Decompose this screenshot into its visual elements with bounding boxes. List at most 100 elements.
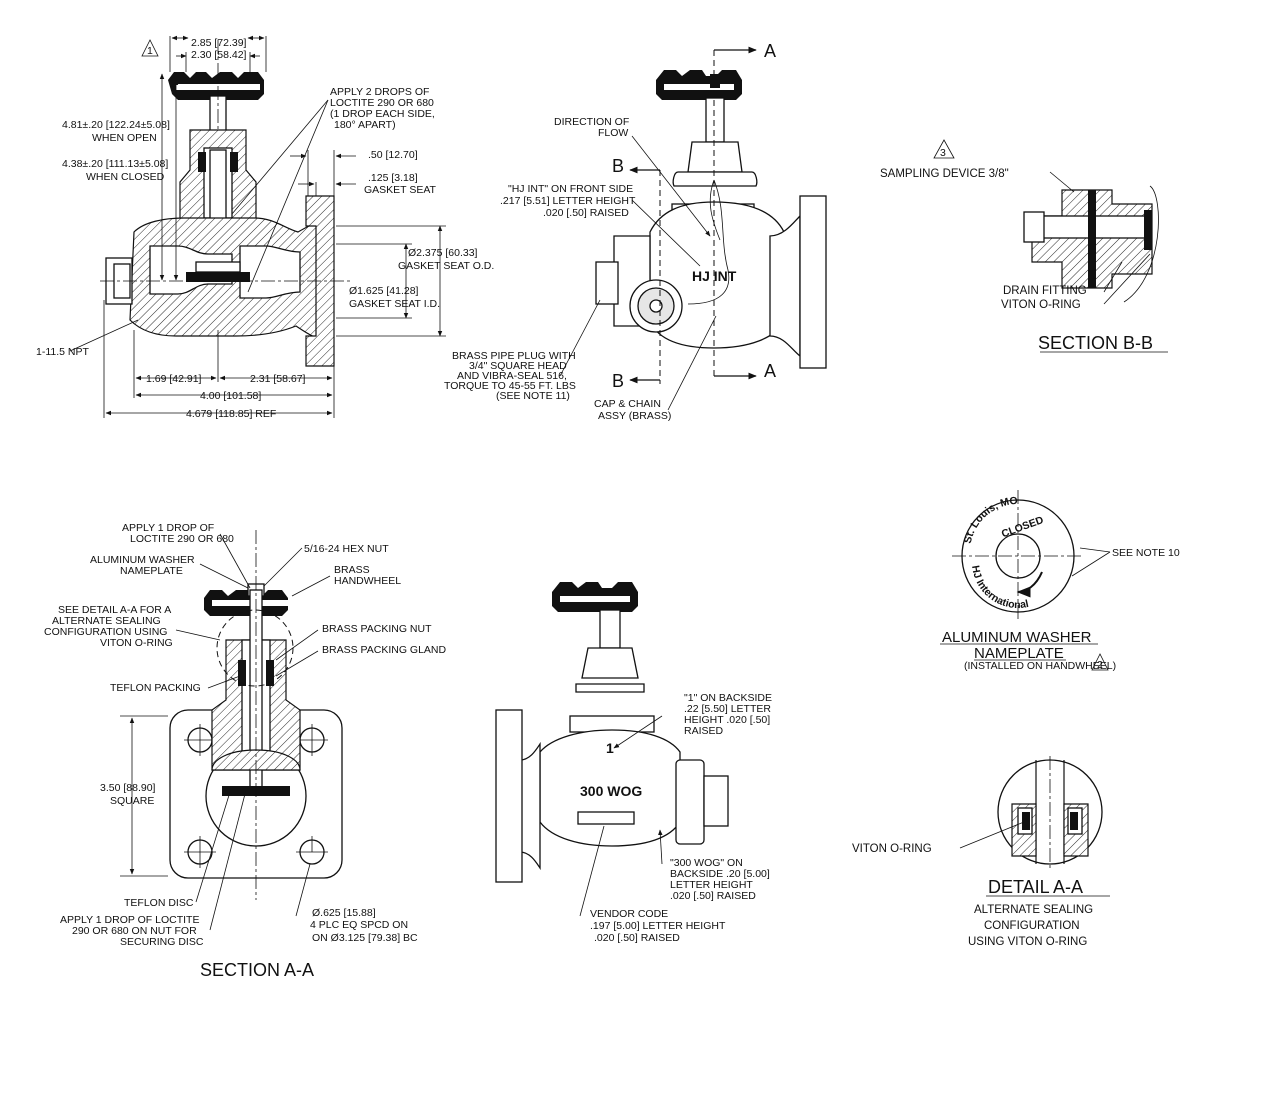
note-text: DIRECTION OF [554, 116, 629, 128]
note-text: TEFLON PACKING [110, 682, 201, 694]
note-text: SECURING DISC [120, 936, 204, 948]
note-text: LETTER HEIGHT [670, 879, 753, 891]
note-text: BRASS PACKING GLAND [322, 644, 447, 656]
note-text: SEE DETAIL A-A FOR A [58, 604, 171, 616]
note-text: (INSTALLED ON HANDWHEEL) [964, 660, 1116, 672]
note-text: TEFLON DISC [124, 897, 194, 909]
note-text: SAMPLING DEVICE 3/8" [880, 168, 1009, 180]
note-text: TORQUE TO 45-55 FT. LBS [444, 380, 576, 392]
note-text: (1 DROP EACH SIDE, [330, 108, 435, 120]
note-text: "1" ON BACKSIDE [684, 692, 772, 704]
note-text: 3/4" SQUARE HEAD [469, 360, 567, 372]
note-text: FLOW [598, 127, 628, 139]
section-marker-a: A [764, 41, 776, 61]
note-text: .020 [.50] RAISED [543, 207, 629, 219]
note-text: VITON O-RING [100, 637, 173, 649]
section-marker-a: A [764, 361, 776, 381]
dim-text: GASKET SEAT O.D. [398, 260, 494, 272]
note-text: DRAIN FITTING [1003, 285, 1087, 297]
note-text: ASSY (BRASS) [598, 410, 671, 422]
view-subtitle: CONFIGURATION [984, 920, 1080, 932]
note-text: LOCTITE 290 OR 680 [130, 533, 234, 545]
emboss-text: 1 [606, 740, 614, 756]
back-view [495, 582, 729, 917]
dim-text: 2.85 [72.39] [191, 37, 247, 49]
note-text: HANDWHEEL [334, 575, 401, 587]
rev-triangle-1: 1 [147, 45, 153, 57]
view-title: ALUMINUM WASHER [942, 629, 1092, 646]
rev-triangle-3: 3 [940, 147, 946, 159]
dim-text: 1-11.5 NPT [36, 346, 89, 358]
section-marker-b: B [612, 371, 624, 391]
section-bb-view [933, 139, 1168, 353]
note-text: AND VIBRA-SEAL 516, [457, 370, 567, 382]
note-text: APPLY 1 DROP OF [122, 522, 214, 534]
note-text: (SEE NOTE 11) [496, 390, 570, 402]
rev-triangle-2: 2 [1097, 659, 1103, 671]
dim-text: 3.50 [88.90] [100, 782, 156, 794]
dim-text: SQUARE [110, 795, 154, 807]
dim-text: WHEN OPEN [92, 132, 157, 144]
note-text: BACKSIDE .20 [5.00] [670, 868, 770, 880]
note-text: 180° APART) [334, 119, 396, 131]
dim-text: 2.30 [58.42] [191, 49, 247, 61]
dim-text: 1.69 [42.91] [146, 373, 202, 385]
note-text: HEIGHT .020 [.50] [684, 714, 770, 726]
note-text: .020 [.50] RAISED [594, 932, 680, 944]
note-text: ALTERNATE SEALING [52, 615, 161, 627]
dim-text: Ø.625 [15.88] [312, 907, 376, 919]
dim-text: Ø2.375 [60.33] [408, 247, 478, 259]
note-text: ALUMINUM WASHER [90, 554, 195, 566]
emboss-text: 300 WOG [580, 783, 642, 799]
note-text: BRASS PIPE PLUG WITH [452, 350, 576, 362]
top-section-view [69, 35, 446, 418]
note-text: "300 WOG" ON [670, 857, 743, 869]
view-subtitle: USING VITON O-RING [968, 936, 1087, 948]
note-text: APPLY 2 DROPS OF [330, 86, 429, 98]
dim-text: GASKET SEAT [364, 184, 437, 196]
note-text: VENDOR CODE [590, 908, 668, 920]
nameplate-view [940, 490, 1111, 671]
dim-text: 4.38±.20 [111.13±5.08] [62, 158, 168, 170]
note-text: .22 [5.50] LETTER [684, 703, 771, 715]
note-text: CAP & CHAIN [594, 398, 661, 410]
note-text: VITON O-RING [852, 843, 932, 855]
section-marker-b: B [612, 156, 624, 176]
view-title: SECTION B-B [1038, 333, 1153, 353]
dim-text: 4.00 [101.58] [200, 390, 261, 402]
view-subtitle: ALTERNATE SEALING [974, 904, 1093, 916]
note-text: .217 [5.51] LETTER HEIGHT [500, 195, 636, 207]
note-text: NAMEPLATE [120, 565, 183, 577]
dim-text: .50 [12.70] [368, 149, 418, 161]
dim-text: 4 PLC EQ SPCD ON [310, 919, 408, 931]
dim-text: 4.81±.20 [122.24±5.08] [62, 119, 170, 131]
view-title: NAMEPLATE [974, 645, 1064, 662]
note-text: SEE NOTE 10 [1112, 547, 1180, 559]
dim-text: 4.679 [118.85] REF [186, 408, 276, 420]
dim-text: WHEN CLOSED [86, 171, 165, 183]
view-title: DETAIL A-A [988, 877, 1083, 897]
note-text: BRASS PACKING NUT [322, 623, 432, 635]
dim-text: Ø1.625 [41.28] [349, 285, 419, 297]
note-text: BRASS [334, 564, 370, 576]
detail-aa-view [959, 756, 1110, 897]
note-text: APPLY 1 DROP OF LOCTITE [60, 914, 199, 926]
view-title: SECTION A-A [200, 960, 314, 980]
note-text: LOCTITE 290 OR 680 [330, 97, 434, 109]
note-text: CONFIGURATION USING [44, 626, 167, 638]
note-text: .020 [.50] RAISED [670, 890, 756, 902]
section-aa-view [120, 530, 343, 931]
dim-text: 2.31 [58.67] [250, 373, 306, 385]
dim-text: ON Ø3.125 [79.38] BC [312, 932, 418, 944]
dim-text: GASKET SEAT I.D. [349, 298, 440, 310]
note-text: 290 OR 680 ON NUT FOR [72, 925, 197, 937]
front-view [559, 46, 827, 411]
note-text: RAISED [684, 725, 724, 737]
note-text: "HJ INT" ON FRONT SIDE [508, 183, 633, 195]
note-text: 5/16-24 HEX NUT [304, 543, 389, 555]
note-text: VITON O-RING [1001, 299, 1081, 311]
emboss-text: HJ INT [692, 268, 737, 284]
dim-text: .125 [3.18] [368, 172, 418, 184]
note-text: .197 [5.00] LETTER HEIGHT [590, 920, 726, 932]
